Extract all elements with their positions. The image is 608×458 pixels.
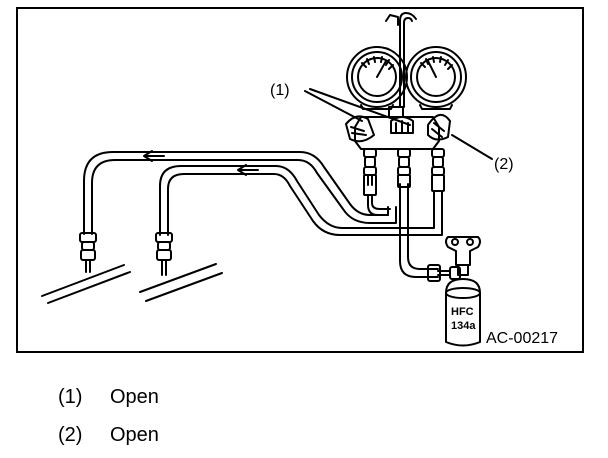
manifold-gauge-set bbox=[345, 12, 451, 216]
flow-arrow-outer bbox=[143, 150, 165, 162]
low-pressure-gauge bbox=[346, 46, 408, 110]
legend-item: (1) Open bbox=[58, 385, 159, 409]
legend-number: (2) bbox=[58, 424, 83, 446]
outer-hose bbox=[83, 151, 397, 235]
charging-hose bbox=[399, 183, 439, 278]
left-hose-fitting bbox=[79, 232, 97, 273]
figure-id: AC-00217 bbox=[486, 330, 558, 347]
low-side-pipe bbox=[41, 264, 131, 304]
inner-hose bbox=[159, 165, 443, 236]
refrigerant-can bbox=[427, 236, 481, 347]
can-label-hfc: HFC bbox=[451, 306, 474, 318]
callout-2-leader bbox=[451, 134, 493, 160]
low-valve-knob bbox=[345, 115, 375, 143]
can-label-134a: 134a bbox=[451, 320, 476, 332]
callout-2-label: (2) bbox=[494, 156, 514, 173]
flow-arrow-inner bbox=[237, 164, 259, 176]
legend-text: Open bbox=[110, 386, 159, 408]
legend-text: Open bbox=[110, 424, 159, 446]
refrigerant-charging-diagram: (1) (2) HFC 134a AC-00217 bbox=[16, 7, 584, 353]
high-side-pipe bbox=[139, 263, 223, 302]
hanger-hook bbox=[399, 12, 417, 108]
callout-1-label: (1) bbox=[270, 82, 290, 99]
high-pressure-gauge bbox=[405, 46, 467, 110]
legend-number: (1) bbox=[58, 386, 83, 408]
high-valve-knob bbox=[427, 114, 451, 141]
callout-1-leader bbox=[304, 88, 411, 126]
right-hose-fitting bbox=[155, 232, 173, 276]
legend-item: (2) Open bbox=[58, 423, 159, 447]
